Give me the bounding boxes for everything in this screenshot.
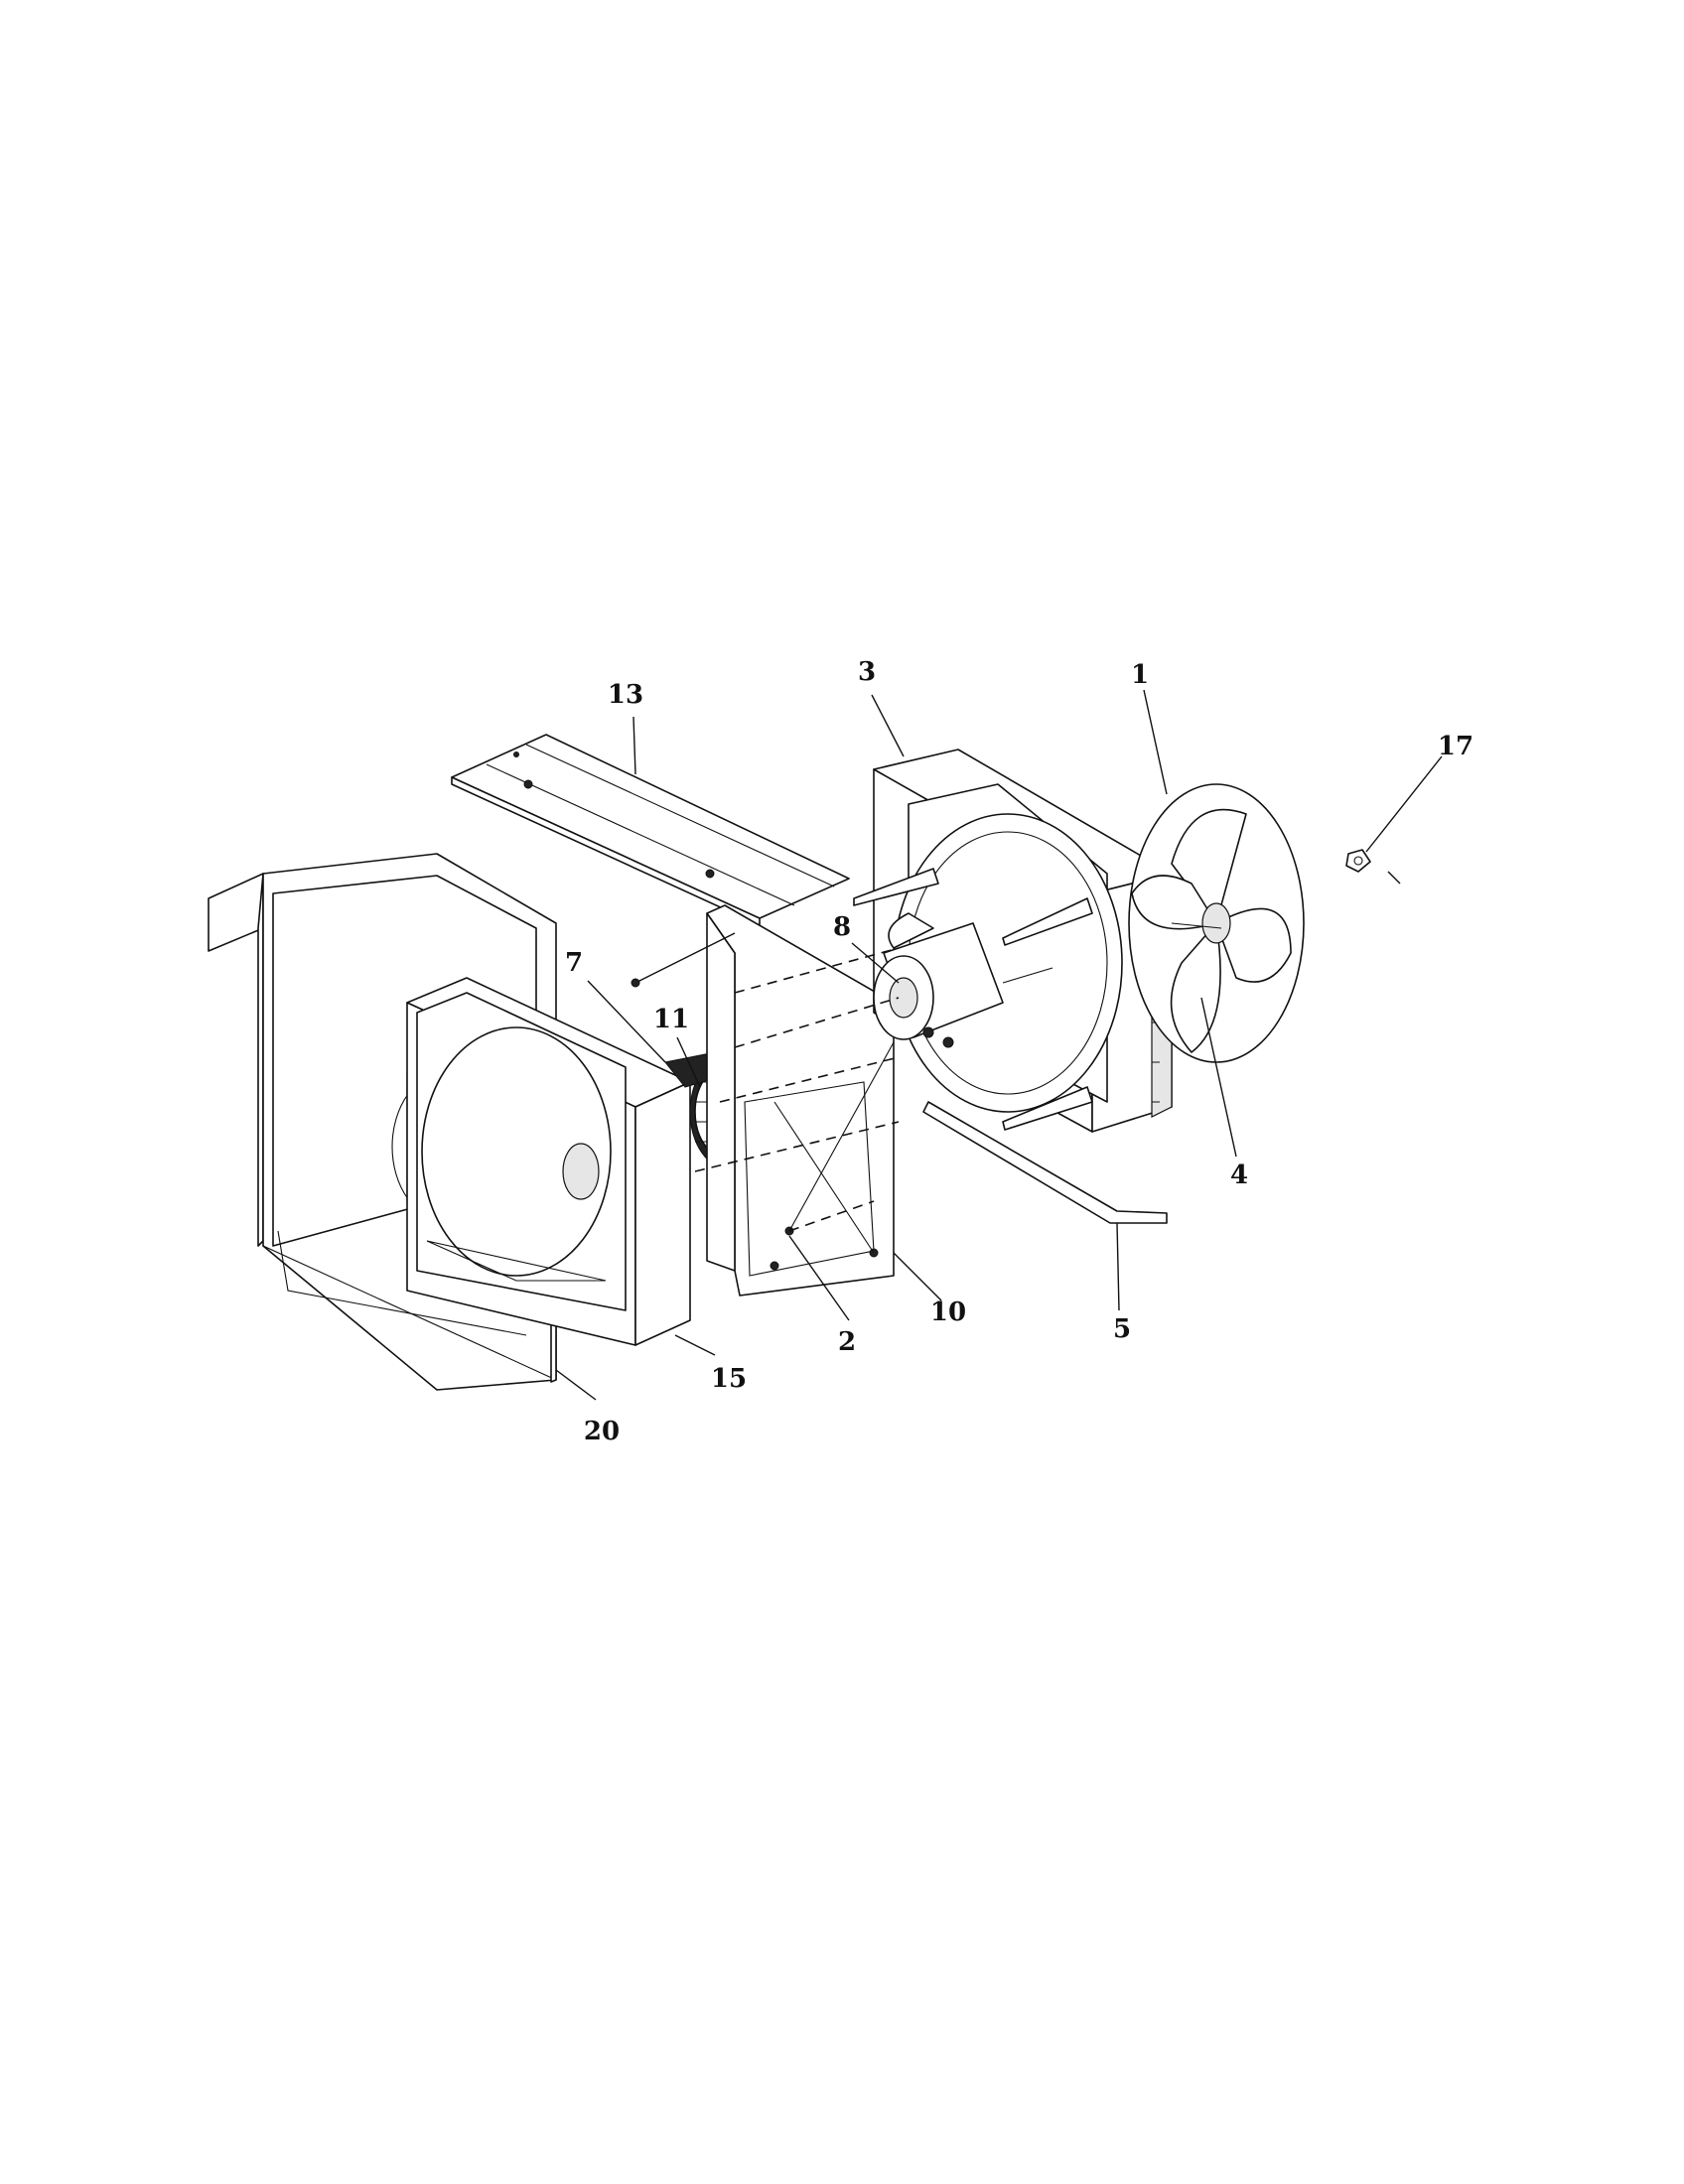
callout-2: 2	[838, 1327, 856, 1357]
top-cover-panel	[451, 734, 850, 926]
callout-17: 17	[1438, 732, 1474, 761]
callout-8: 8	[833, 912, 851, 942]
shroud-brackets	[853, 868, 1093, 1131]
callout-10: 10	[930, 1297, 966, 1327]
callout-1: 1	[1131, 660, 1149, 690]
fan-nut-and-screw	[1345, 849, 1401, 885]
callout-15: 15	[711, 1364, 747, 1394]
callout-13: 13	[608, 680, 643, 710]
condenser-fan-blade	[1128, 783, 1305, 1063]
fan-motor	[873, 912, 1053, 1048]
leader-lines	[555, 689, 1443, 1401]
blower-scroll-housing	[406, 977, 691, 1346]
drain-tube	[922, 1101, 1168, 1224]
callout-7: 7	[565, 948, 583, 978]
explosion-lines	[631, 932, 900, 1254]
motor-mounting-plate	[706, 904, 895, 1297]
callout-20: 20	[584, 1417, 620, 1446]
callout-5: 5	[1113, 1314, 1131, 1344]
callout-3: 3	[858, 657, 876, 687]
callout-11: 11	[653, 1005, 689, 1034]
callout-4: 4	[1230, 1160, 1248, 1190]
callouts: 1 2 3 4 5 7 8 10 11 13 15 17 20	[565, 657, 1474, 1446]
